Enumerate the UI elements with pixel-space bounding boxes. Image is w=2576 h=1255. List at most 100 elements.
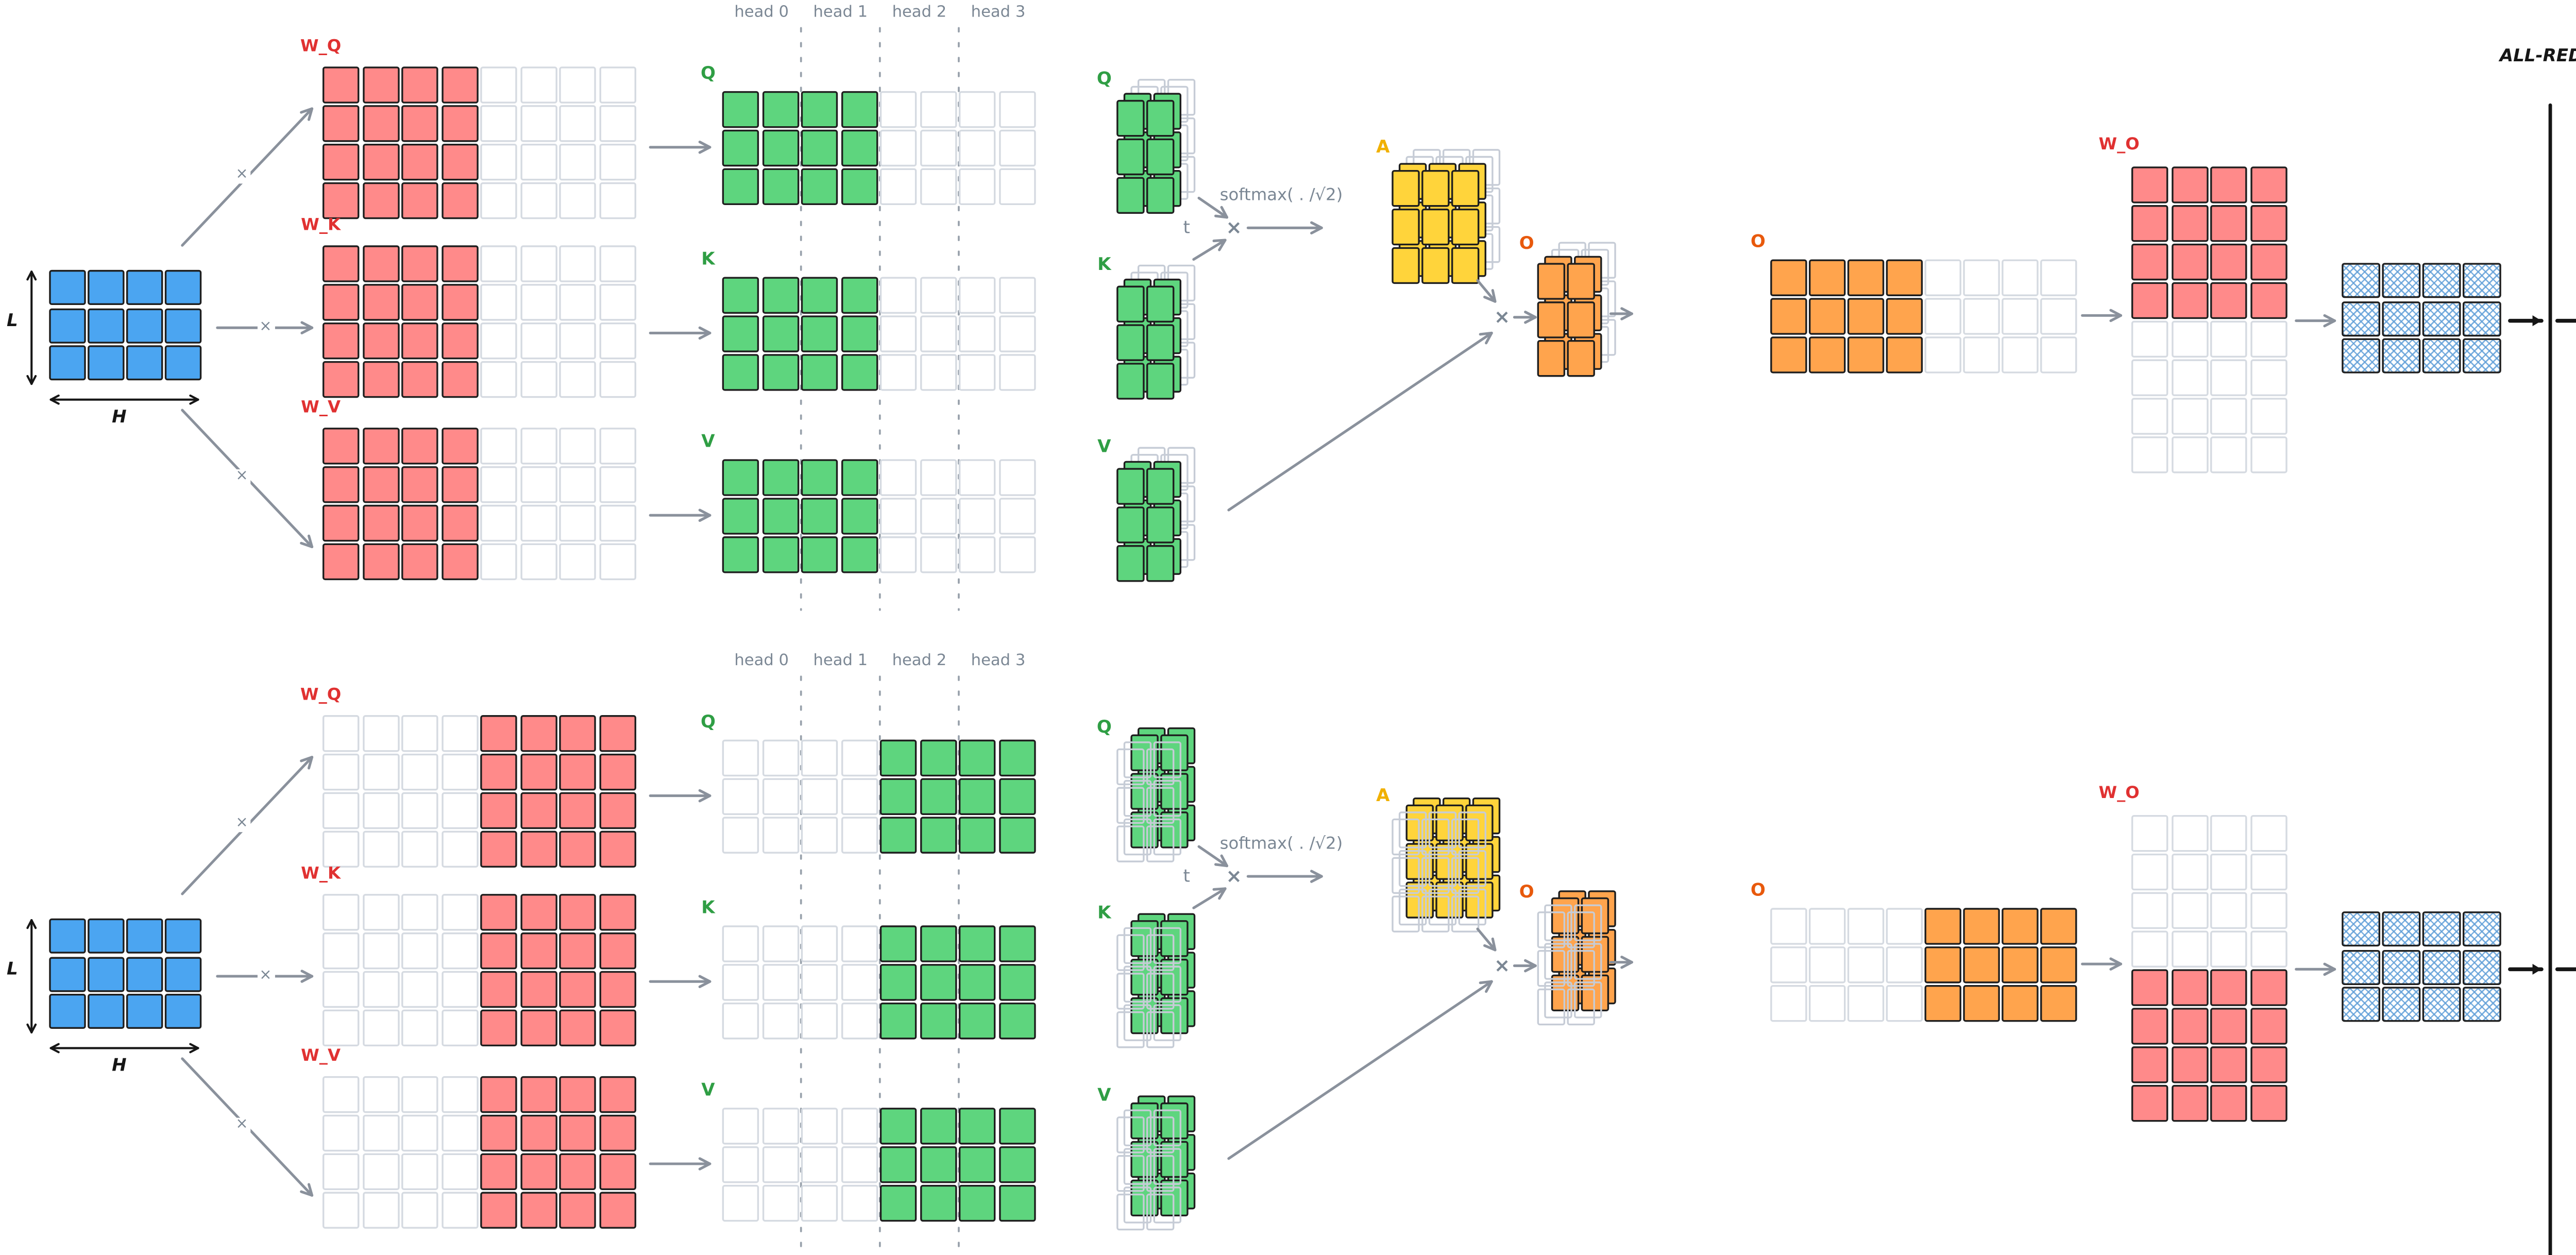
matrix-cell [2131,1046,2168,1082]
matrix-cell [1146,973,1174,1009]
matrix-cell [761,129,799,166]
matrix-cell [480,466,517,502]
matrix-cell [322,971,360,1007]
matrix-cell [559,1153,596,1190]
matrix-cell [801,925,838,962]
matrix-cell [1451,857,1479,893]
matrix-cell [1847,946,1884,982]
matrix-cell [598,66,636,103]
matrix-cell [480,361,517,397]
matrix-cell [480,932,517,969]
matrix-cell [958,315,996,352]
matrix-cell [1465,843,1493,879]
matrix-cell [2462,987,2501,1022]
matrix-cell [1847,985,1884,1021]
matrix-cell [1146,1011,1174,1047]
matrix-cell [1160,773,1188,809]
matrix-cell [919,354,956,390]
matrix-cell [2131,166,2168,202]
matrix-cell [722,91,759,127]
matrix-cell [2462,949,2501,985]
matrix-cell [559,245,596,282]
matrix-cell [88,345,124,381]
arrow-wv-v-device-1 [649,1157,711,1171]
matrix-cell [401,1192,438,1228]
matrix-cell [322,1009,360,1046]
matrix-cell [401,830,438,867]
matrix-cell [840,91,877,127]
matrix-cell [840,168,877,205]
matrix-cell [519,932,557,969]
matrix-cell [840,315,877,352]
matrix-cell [559,543,596,580]
multiply-sign-device-1: × [233,816,251,832]
matrix-cell [401,543,438,580]
matrix-cell [1435,881,1463,918]
matrix-cell [559,971,596,1007]
matrix-cell [401,322,438,359]
matrix-cell [2002,946,2038,982]
matrix-cell [1146,138,1174,175]
matrix-cell [480,1114,517,1151]
matrix-cell [1451,895,1479,932]
input-matrix-x-device-0 [49,269,201,381]
a-label-device-0: A [1376,138,1390,158]
matrix-cell [2249,166,2287,202]
matrix-cell [958,498,996,534]
multiply-sign-device-1: × [257,969,275,984]
matrix-cell [598,322,636,359]
matrix-cell [1130,997,1158,1033]
hidden-dim-label-device-1: H [112,1057,127,1076]
matrix-cell [362,105,399,141]
matrix-cell [840,1003,877,1039]
matrix-cell [2171,166,2208,202]
matrix-cell [998,1184,1035,1221]
matrix-cell [1146,825,1174,862]
matrix-cell [1847,298,1884,334]
matrix-cell [2249,1008,2287,1044]
matrix-cell [480,1076,517,1112]
matrix-cell [88,956,124,991]
matrix-cell [1116,177,1144,213]
matrix-cell [1421,170,1449,206]
matrix-cell [440,1192,478,1228]
o-stack-label-device-0: O [1519,234,1534,255]
matrix-cell [559,1009,596,1046]
matrix-cell [879,1146,917,1182]
matrix-cell [480,543,517,580]
matrix-cell [1153,1109,1181,1146]
matrix-cell [722,1184,759,1221]
matrix-cell [919,778,956,815]
matrix-cell [1116,285,1144,322]
q-stack-label-device-1: Q [1096,718,1112,738]
matrix-cell [1123,1148,1151,1184]
matrix-cell [1886,336,1922,372]
v-matrix-device-0 [722,459,1035,572]
head-label-3-device-1: head 3 [971,653,1026,671]
matrix-cell [2171,1008,2208,1044]
matrix-cell [998,739,1035,776]
matrix-cell [1924,298,1961,334]
matrix-cell [1146,363,1174,399]
matrix-cell [919,925,956,962]
matrix-cell [559,1114,596,1151]
matrix-cell [1770,908,1806,944]
matrix-cell [519,1153,557,1190]
o-head-stack-device-0 [1537,242,1616,376]
matrix-cell [1808,336,1845,372]
v-head-stack-device-1-ghost-layer [1116,1116,1174,1230]
matrix-cell [2131,815,2168,851]
arrow-a-mul-device-0 [1476,279,1497,303]
matrix-cell [879,778,917,815]
arrow-ostack-owide-device-0 [1609,307,1633,320]
v-head-stack-device-1-ghost-layer [1123,1109,1181,1223]
matrix-cell [1160,1179,1188,1216]
v-stack-label-device-1: V [1097,1087,1111,1106]
matrix-cell [840,739,877,776]
matrix-cell [998,1003,1035,1039]
matrix-cell [2171,930,2208,967]
matrix-cell [1428,888,1456,925]
matrix-cell [362,322,399,359]
matrix-cell [998,536,1035,572]
matrix-cell [1153,741,1181,777]
